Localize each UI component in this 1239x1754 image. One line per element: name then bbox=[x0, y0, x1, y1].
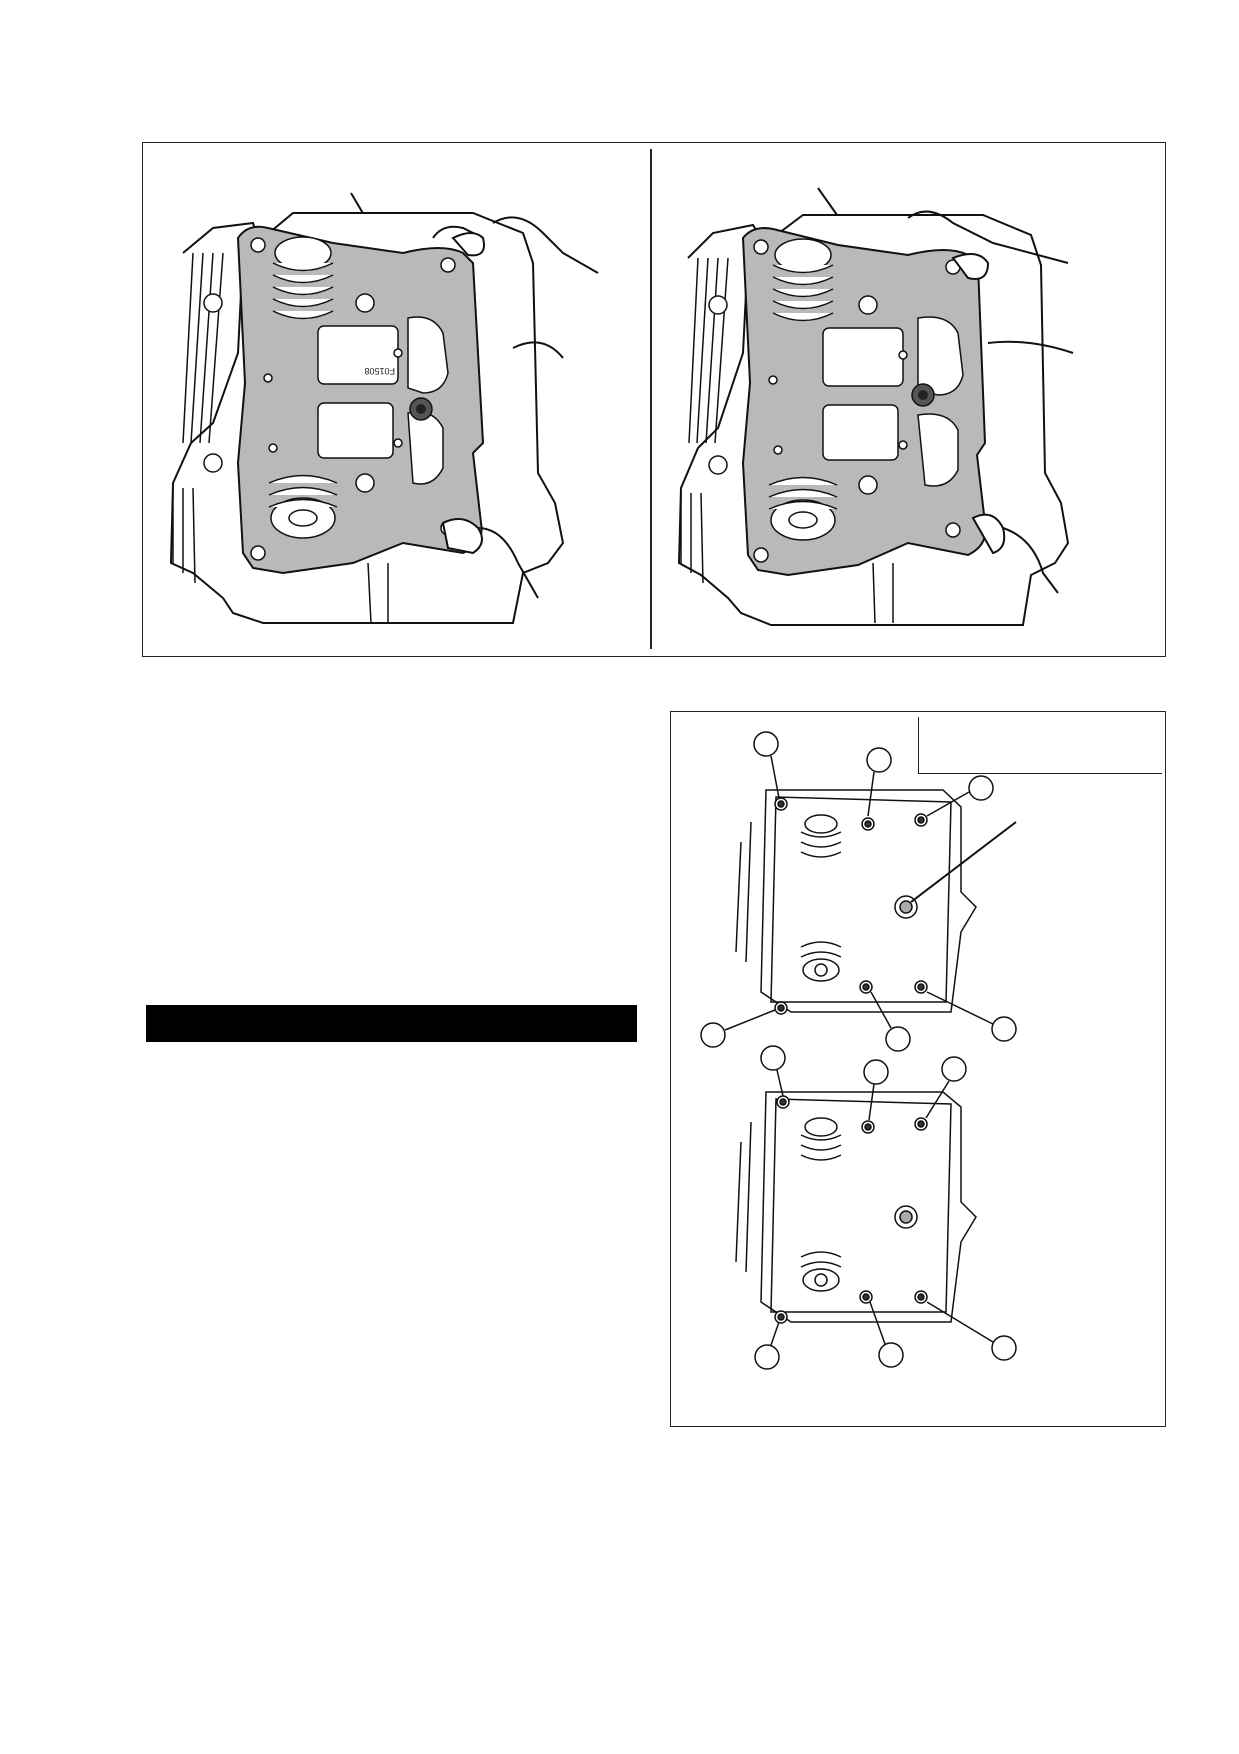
upper-cylinder-head bbox=[735, 789, 977, 1013]
figure-gasket-installation: F01508 bbox=[142, 142, 1166, 657]
lower-cylinder-head bbox=[735, 1091, 977, 1323]
lower-bolts bbox=[774, 1095, 928, 1324]
upper-callouts bbox=[700, 731, 1017, 1052]
part-number-left: F01508 bbox=[364, 366, 395, 376]
torque-sequence-illustration bbox=[700, 731, 1017, 1370]
right-panel-illustration bbox=[677, 187, 1074, 626]
panel-divider bbox=[650, 149, 652, 649]
warning-banner bbox=[146, 1005, 637, 1042]
upper-bolts bbox=[774, 797, 928, 1015]
left-panel-illustration: F01508 bbox=[169, 192, 599, 624]
figure-torque-sequence bbox=[670, 711, 1166, 1427]
lower-callouts bbox=[754, 1045, 1017, 1370]
figure-label-box bbox=[918, 717, 1162, 774]
